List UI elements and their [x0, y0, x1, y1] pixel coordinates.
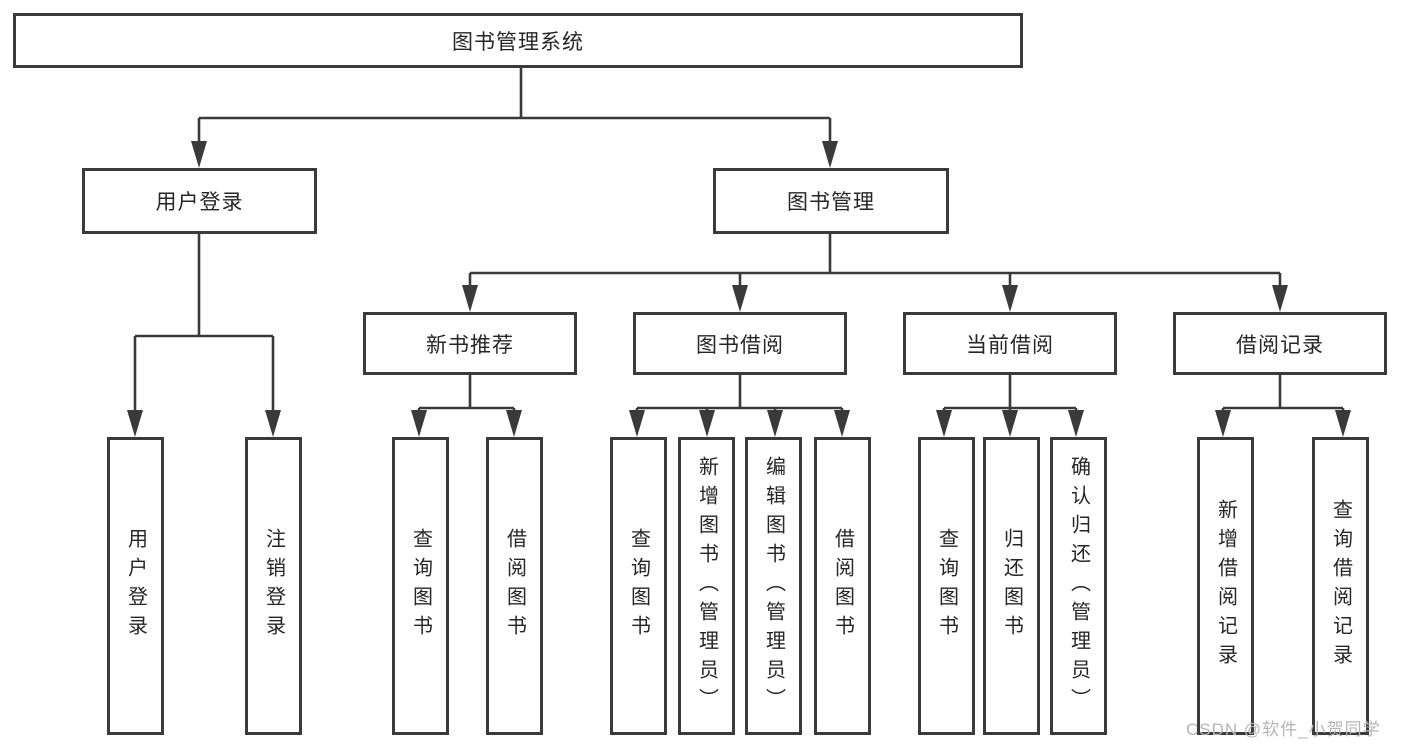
node-label: 当前借阅	[966, 333, 1054, 357]
csdn-watermark: CSDN @软件_小贺同学	[1186, 720, 1381, 739]
node-borrow-records: 借阅记录	[1173, 312, 1387, 375]
node-label: 借阅图书	[831, 528, 854, 644]
node-label: 新增图书（管理员）	[695, 455, 718, 717]
node-label: 用户登录	[155, 191, 244, 214]
leaf-user-login: 用户登录	[107, 437, 164, 735]
node-label: 借阅记录	[1236, 333, 1324, 357]
leaf-logout: 注销登录	[245, 437, 302, 735]
node-label: 确认归还（管理员）	[1067, 455, 1090, 717]
node-label: 查询图书	[935, 528, 958, 644]
node-label: 注销登录	[262, 528, 285, 644]
node-label: 用户登录	[124, 528, 147, 644]
leaf-query-borrow-record: 查询借阅记录	[1312, 437, 1369, 735]
leaf-return-books: 归还图书	[983, 437, 1040, 735]
leaf-borrow-books-recommend: 借阅图书	[486, 437, 543, 735]
node-user-login: 用户登录	[82, 168, 317, 234]
node-label: 查询图书	[409, 528, 432, 644]
leaf-confirm-return-admin: 确认归还（管理员）	[1050, 437, 1107, 735]
leaf-borrow-books: 借阅图书	[814, 437, 871, 735]
node-label: 归还图书	[1000, 528, 1023, 644]
node-new-book-recommend: 新书推荐	[363, 312, 577, 375]
node-book-borrow: 图书借阅	[633, 312, 847, 375]
leaf-add-borrow-record: 新增借阅记录	[1197, 437, 1254, 735]
node-label: 查询图书	[627, 528, 650, 644]
node-label: 查询借阅记录	[1329, 499, 1352, 673]
leaf-add-books-admin: 新增图书（管理员）	[678, 437, 735, 735]
node-label: 新增借阅记录	[1214, 499, 1237, 673]
node-label: 编辑图书（管理员）	[762, 455, 785, 717]
leaf-query-books-recommend: 查询图书	[392, 437, 449, 735]
node-label: 借阅图书	[503, 528, 526, 644]
node-book-management: 图书管理	[713, 168, 949, 234]
node-library-management-system: 图书管理系统	[13, 13, 1023, 68]
leaf-query-books-borrow: 查询图书	[610, 437, 667, 735]
node-label: 新书推荐	[426, 333, 514, 357]
node-label: 图书借阅	[696, 333, 784, 357]
leaf-query-books-current: 查询图书	[918, 437, 975, 735]
node-label: 图书管理系统	[452, 30, 584, 54]
node-label: 图书管理	[787, 191, 875, 214]
node-current-borrow: 当前借阅	[903, 312, 1117, 375]
leaf-edit-books-admin: 编辑图书（管理员）	[745, 437, 802, 735]
